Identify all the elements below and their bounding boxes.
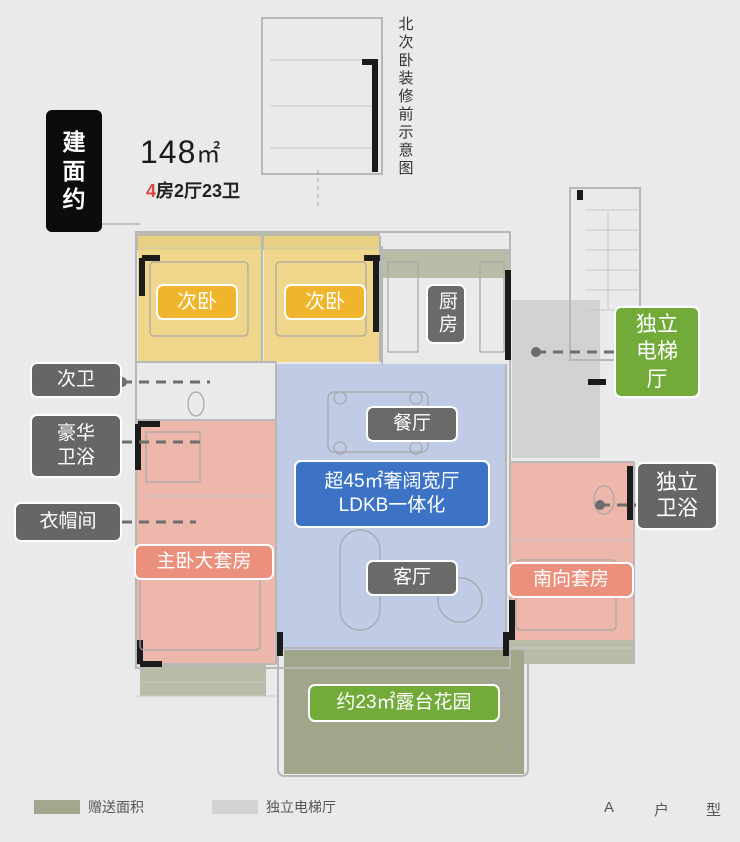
room-label-bedroom-2: 次卧 (284, 284, 366, 320)
label-luxury-bath: 豪华卫浴 (30, 414, 122, 478)
area-tag-char-3: 约 (62, 186, 86, 213)
master-suite-zone (136, 420, 276, 664)
kitchen-label-text: 厨房 (435, 291, 457, 337)
elevator-hall-text: 独立电梯厅 (636, 313, 678, 391)
legend-label-bonus: 赠送面积 (88, 799, 144, 815)
unit-type-letter-a: A (604, 799, 615, 816)
unit-type-letter-xing: 型 (706, 802, 722, 819)
area-value: 148㎡ (140, 134, 221, 171)
room-label-master-suite: 主卧大套房 (134, 544, 274, 580)
area-tag-char-1: 建 (62, 128, 86, 155)
legend-label-elevator: 独立电梯厅 (266, 799, 336, 815)
area-tag: 建 面 约 (46, 110, 102, 232)
legend-swatch-elevator (212, 800, 258, 814)
room-label-ldkb: 超45㎡奢阔宽厅 LDKB一体化 (294, 460, 490, 528)
ldkb-line-1: 超45㎡奢阔宽厅 (324, 471, 460, 493)
room-label-living: 客厅 (366, 560, 458, 596)
structural-walls (135, 255, 633, 667)
room-label-dining: 餐厅 (366, 406, 458, 442)
label-side-bath: 次卫 (30, 362, 122, 398)
stair-shaft (569, 187, 641, 361)
label-elevator-hall: 独立电梯厅 (614, 306, 700, 398)
room-label-terrace: 约23㎡露台花园 (308, 684, 500, 722)
area-unit: ㎡ (196, 141, 222, 168)
north-bedroom-note: 北次卧装修前示意图 (398, 16, 414, 177)
area-tag-char-2: 面 (62, 157, 86, 184)
room-label-bedroom-1: 次卧 (156, 284, 238, 320)
elevator-hall-area (512, 300, 600, 458)
layout-rest: 房2厅23卫 (156, 181, 241, 201)
label-cloakroom: 衣帽间 (14, 502, 122, 542)
label-private-bath: 独立卫浴 (636, 462, 718, 530)
layout-text: 4房2厅23卫 (146, 177, 240, 203)
room-label-kitchen: 厨房 (426, 284, 466, 344)
ldkb-line-2: LDKB一体化 (338, 495, 446, 516)
private-bath-text: 独立卫浴 (656, 470, 698, 520)
room-label-south-suite: 南向套房 (508, 562, 634, 598)
layout-bedroom-count: 4 (146, 181, 157, 201)
south-suite-zone (510, 462, 634, 640)
legend-swatch-bonus (34, 800, 80, 814)
area-number: 148 (140, 134, 197, 170)
north-bedroom-preview (261, 17, 383, 210)
luxury-bath-text: 豪华卫浴 (56, 423, 95, 468)
unit-type-letter-hu: 户 (654, 802, 670, 819)
